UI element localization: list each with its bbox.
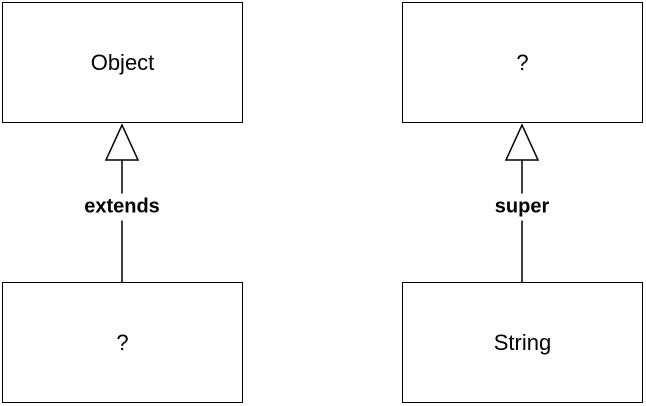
extends-relation-label: extends	[82, 193, 162, 221]
left-inheritance-arrowhead	[104, 123, 140, 161]
object-class-label: Object	[90, 49, 155, 75]
object-class-box: Object	[2, 2, 243, 123]
string-class-box: String	[402, 282, 643, 403]
unknown-subclass-label: ?	[116, 329, 129, 355]
string-class-label: String	[493, 329, 552, 355]
unknown-superclass-box: ?	[402, 2, 643, 123]
unknown-subclass-box: ?	[2, 282, 243, 403]
right-inheritance-arrowhead	[504, 123, 540, 161]
super-relation-label: super	[492, 193, 552, 221]
unknown-superclass-label: ?	[516, 49, 529, 75]
